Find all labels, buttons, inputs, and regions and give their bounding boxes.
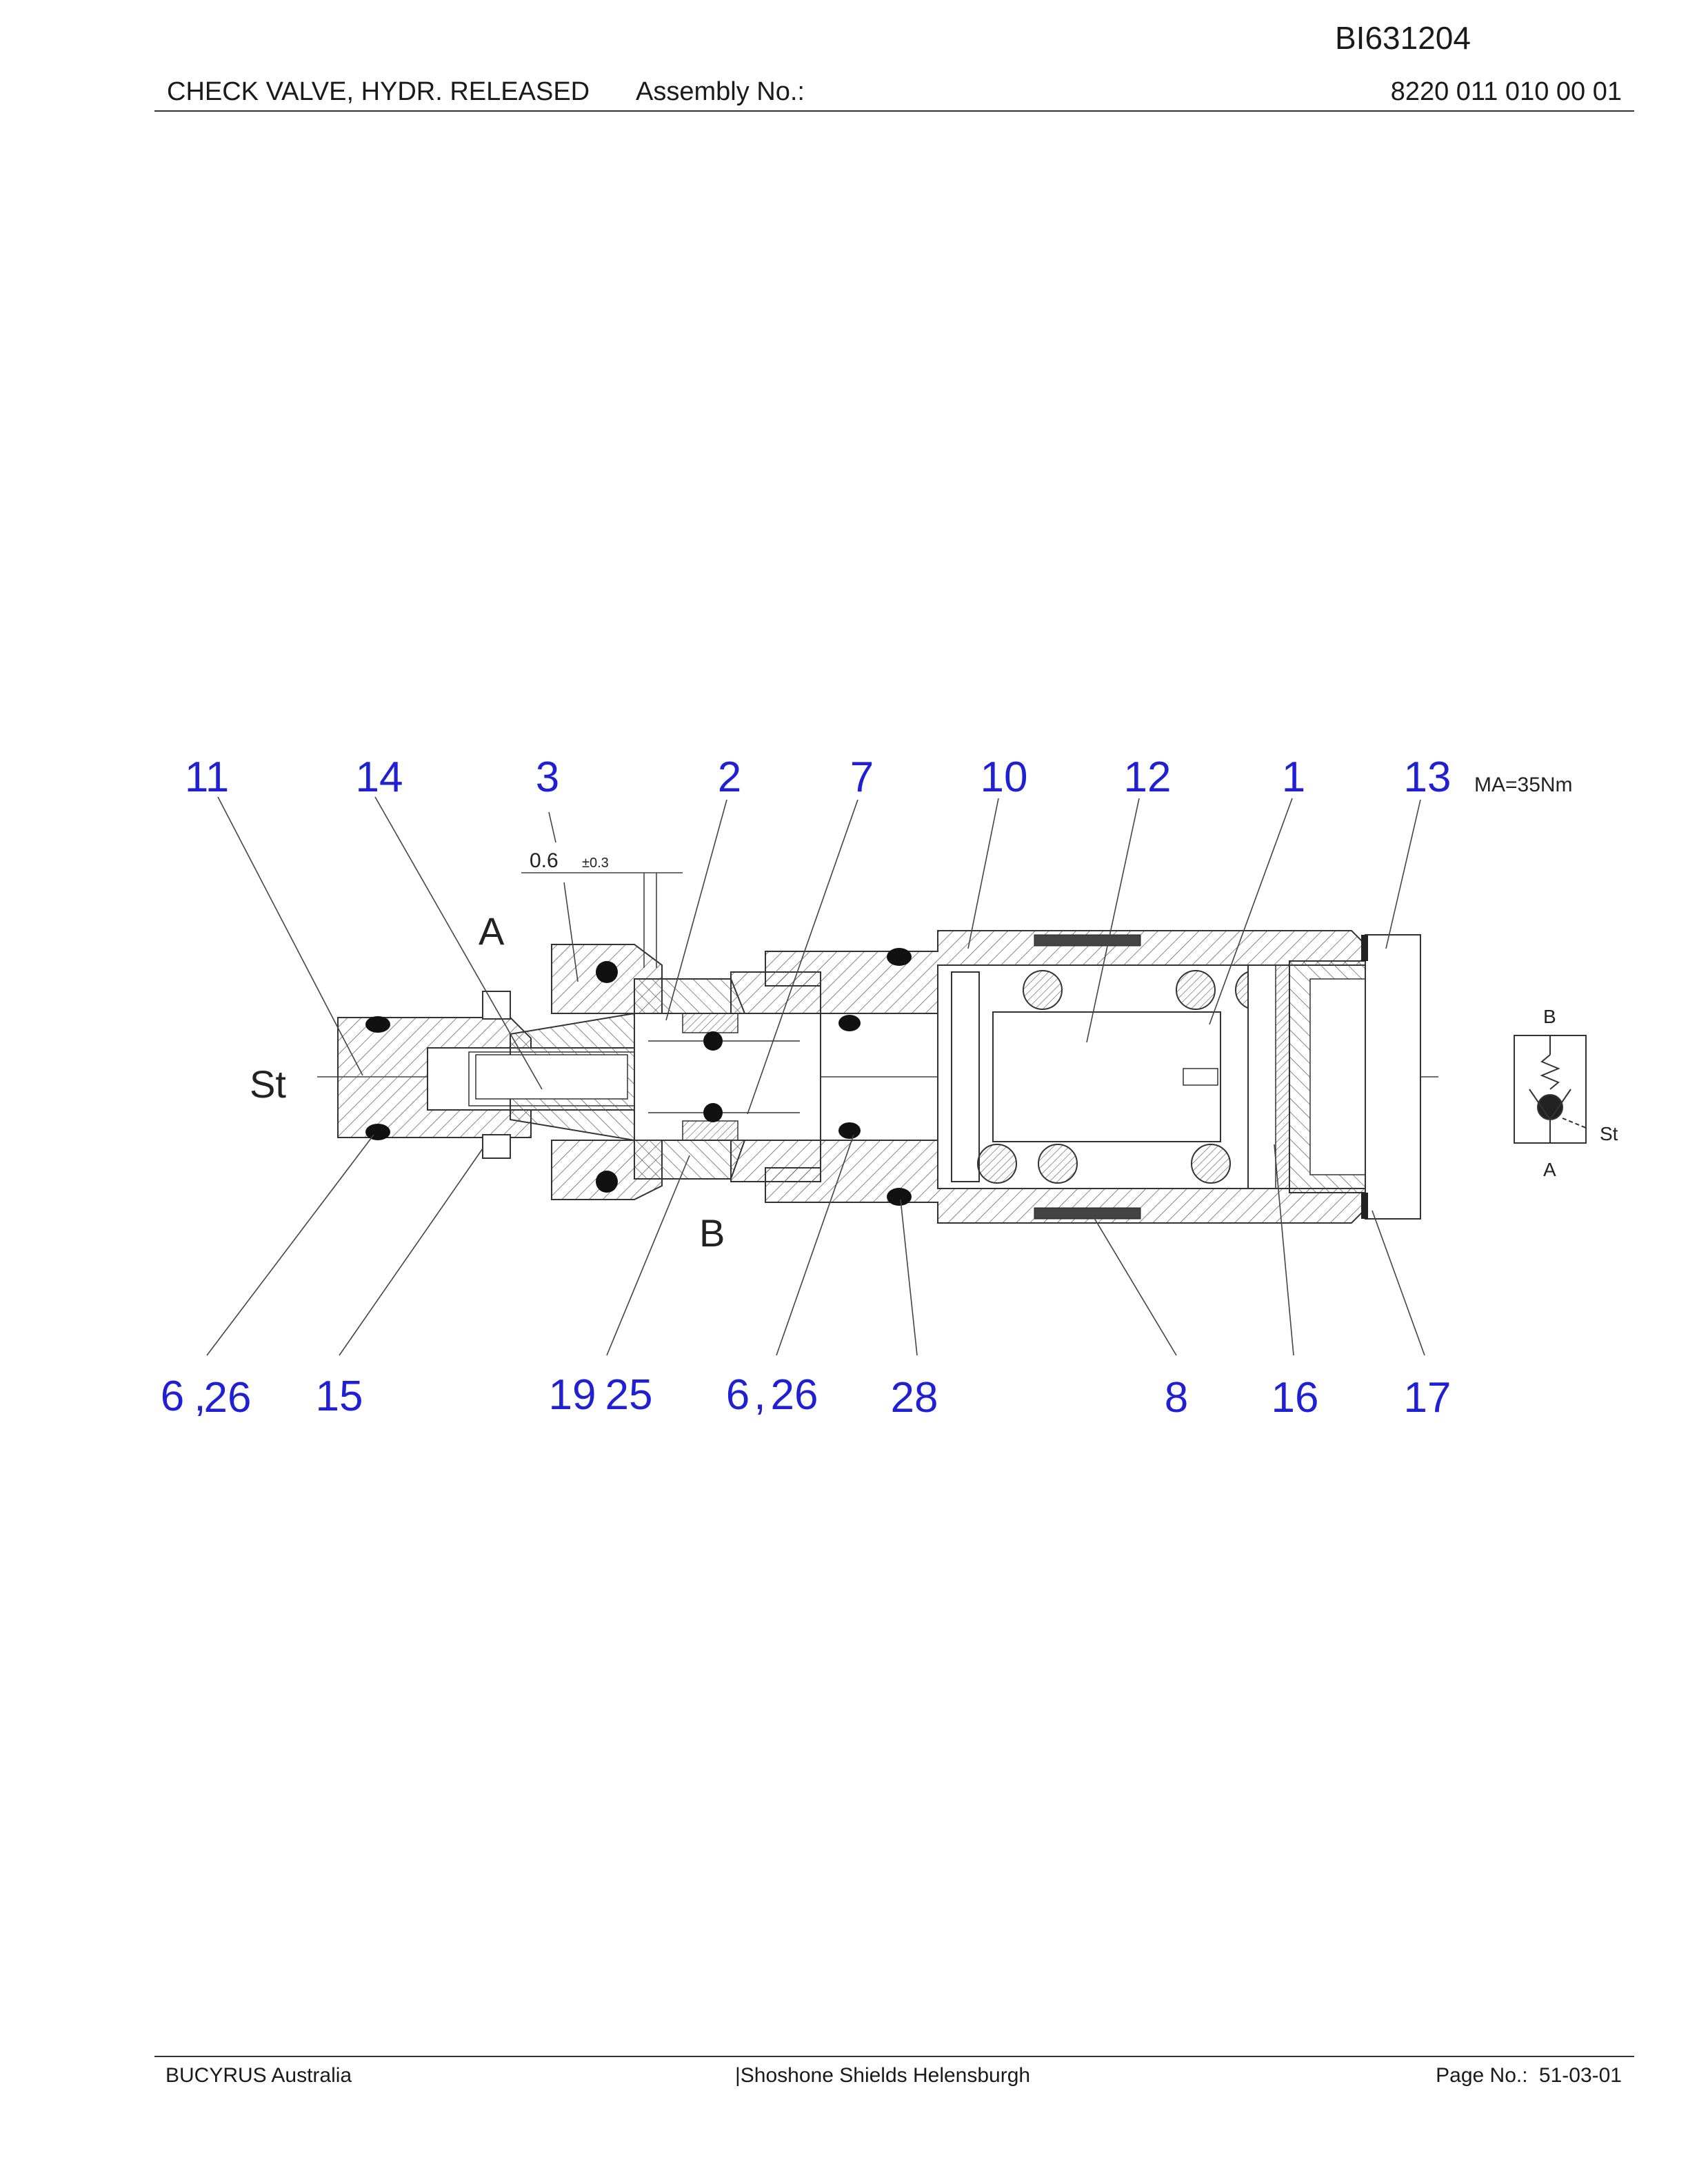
assembly-number: 8220 011 010 00 01 bbox=[1390, 77, 1622, 106]
callouts-top: 11 14 3 2 7 10 12 1 13 bbox=[185, 754, 1451, 801]
leader-lines-bottom bbox=[206, 1134, 1425, 1356]
callout-3: 3 bbox=[536, 754, 559, 801]
callout-17: 17 bbox=[1404, 1374, 1451, 1422]
footer-page: Page No.: 51-03-01 bbox=[1430, 2064, 1622, 2087]
header-rule bbox=[154, 110, 1634, 112]
callout-10: 10 bbox=[981, 754, 1028, 801]
callout-15: 15 bbox=[316, 1373, 363, 1420]
check-valve-drawing: 0.6 ±0.3 A B St MA=35Nm 11 14 3 2 7 10 1… bbox=[161, 754, 1618, 1422]
callout-12: 12 bbox=[1124, 754, 1172, 801]
footer-rule bbox=[154, 2056, 1634, 2057]
port-st-label: St bbox=[250, 1062, 286, 1106]
document-id: BI631204 bbox=[1335, 20, 1471, 56]
torque-spec: MA=35Nm bbox=[1474, 774, 1573, 796]
callout-26-mid: 26 bbox=[771, 1371, 818, 1419]
callout-26-left: 26 bbox=[204, 1374, 252, 1422]
callout-comma-left: , bbox=[194, 1373, 205, 1420]
callout-19: 19 bbox=[549, 1371, 596, 1419]
footer-location: |Shoshone Shields Helensburgh bbox=[735, 2064, 1031, 2087]
callout-16: 16 bbox=[1272, 1374, 1319, 1422]
callout-1: 1 bbox=[1282, 754, 1305, 801]
callout-13: 13 bbox=[1404, 754, 1451, 801]
callout-comma-mid: , bbox=[754, 1371, 765, 1419]
callout-6-left: 6 bbox=[161, 1373, 184, 1420]
dimension-value: 0.6 bbox=[530, 849, 559, 872]
page-number: 51-03-01 bbox=[1538, 2064, 1622, 2087]
dimension-mark bbox=[521, 872, 683, 968]
callouts-bottom: 6 , 26 15 19 25 6 , 26 28 8 16 17 bbox=[161, 1371, 1451, 1422]
callout-6-mid: 6 bbox=[726, 1371, 750, 1419]
port-b-label: B bbox=[699, 1211, 725, 1255]
symbol-a-label: A bbox=[1543, 1159, 1556, 1180]
dimension-tolerance: ±0.3 bbox=[582, 856, 609, 871]
symbol-b-label: B bbox=[1543, 1006, 1556, 1027]
port-a-label: A bbox=[479, 909, 505, 953]
document-title: CHECK VALVE, HYDR. RELEASED bbox=[167, 77, 590, 106]
leader-lines-top bbox=[217, 796, 1421, 1115]
end-plug bbox=[1247, 934, 1421, 1220]
callout-25: 25 bbox=[605, 1371, 653, 1419]
callout-14: 14 bbox=[356, 754, 403, 801]
assembly-label: Assembly No.: bbox=[636, 77, 805, 106]
callout-28: 28 bbox=[891, 1374, 938, 1422]
footer-company: BUCYRUS Australia bbox=[165, 2064, 352, 2087]
o-ring-seals bbox=[365, 948, 912, 1206]
cartridge bbox=[634, 971, 821, 1182]
page-label: Page No.: bbox=[1436, 2064, 1528, 2087]
callout-2: 2 bbox=[718, 754, 741, 801]
callout-11: 11 bbox=[185, 754, 229, 801]
check-valve-symbol bbox=[1514, 1035, 1587, 1144]
callout-7: 7 bbox=[850, 754, 874, 801]
callout-8: 8 bbox=[1165, 1374, 1188, 1422]
piston bbox=[992, 1011, 1221, 1142]
symbol-st-label: St bbox=[1600, 1123, 1618, 1144]
